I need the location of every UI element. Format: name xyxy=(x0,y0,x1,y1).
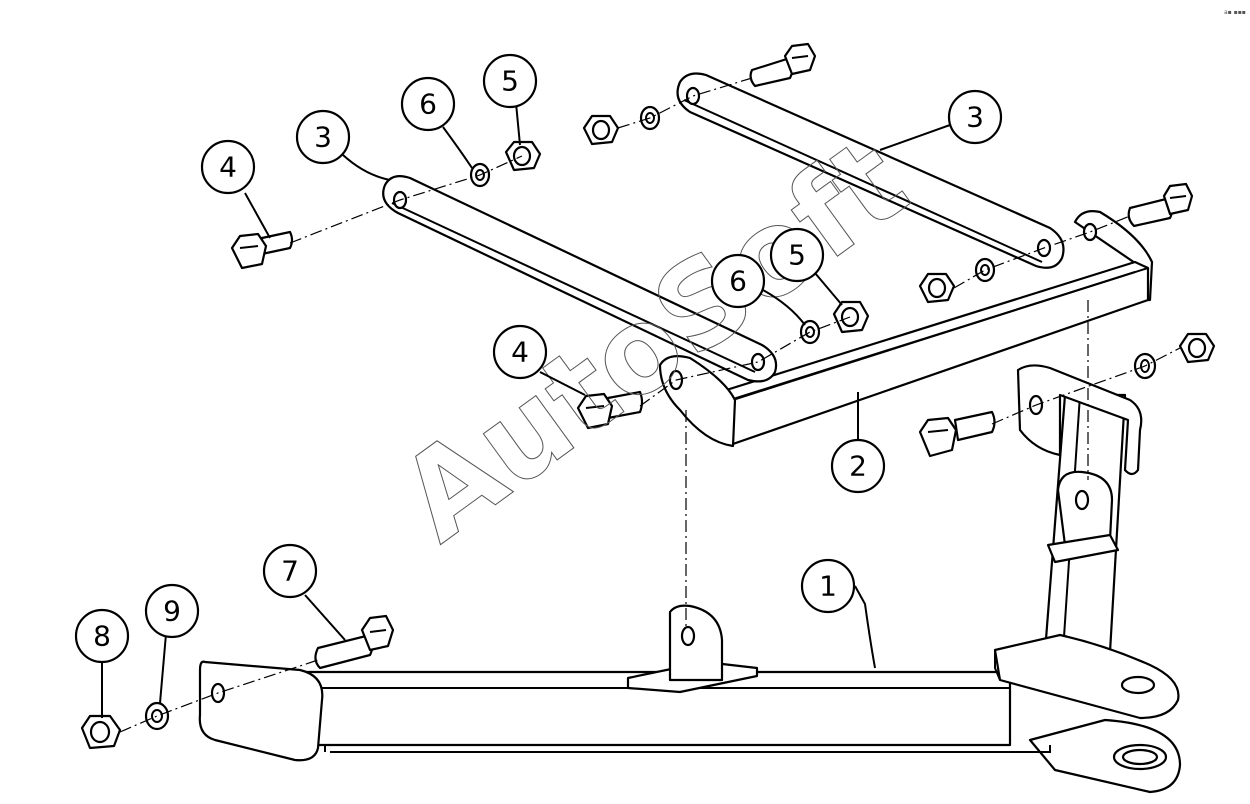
svg-text:4: 4 xyxy=(219,151,237,184)
part-3-front-link xyxy=(382,175,778,383)
svg-text:6: 6 xyxy=(729,265,747,298)
svg-text:8: 8 xyxy=(93,620,111,653)
callout-7: 7 xyxy=(262,543,318,599)
leader-lines xyxy=(101,102,951,718)
nut-rear-right xyxy=(1178,332,1216,364)
callout-5-upper: 5 xyxy=(482,53,538,109)
callout-8: 8 xyxy=(74,608,130,664)
nut-8 xyxy=(80,714,122,750)
bolt-rear-right xyxy=(1127,182,1194,228)
svg-text:1: 1 xyxy=(819,570,837,603)
part-2-cross-member xyxy=(658,210,1154,448)
svg-text:5: 5 xyxy=(788,239,806,272)
washer-6-lower xyxy=(799,319,821,345)
washer-9 xyxy=(144,701,170,731)
callout-6-lower: 6 xyxy=(710,253,766,309)
callout-5-lower: 5 xyxy=(769,227,825,283)
nut-5-lower xyxy=(832,300,870,334)
callout-4-lower: 4 xyxy=(492,324,548,380)
nut-rear-mid xyxy=(918,272,956,304)
bolt-4-lower xyxy=(576,390,644,430)
part-1-lower-frame xyxy=(198,364,1182,794)
callout-3-rear: 3 xyxy=(947,89,1003,145)
svg-text:3: 3 xyxy=(314,121,332,154)
callout-3-front: 3 xyxy=(295,109,351,165)
nut-rear-top xyxy=(582,114,620,146)
svg-text:7: 7 xyxy=(281,555,299,588)
watermark-text: AutoSoft xyxy=(375,111,931,567)
callout-1: 1 xyxy=(800,558,856,614)
svg-text:5: 5 xyxy=(501,65,519,98)
callout-2: 2 xyxy=(830,438,886,494)
bolt-bracket xyxy=(918,410,996,458)
svg-text:2: 2 xyxy=(849,450,867,483)
washer-rear-right xyxy=(1133,352,1157,380)
callout-9: 9 xyxy=(144,583,200,639)
nut-5-upper xyxy=(504,140,542,172)
callout-6-upper: 6 xyxy=(400,76,456,132)
bolt-rear-top xyxy=(749,42,817,88)
assembly-axes xyxy=(119,77,1181,733)
bolt-4-upper xyxy=(230,230,294,270)
corner-mark: a▪ ▪▪▪ xyxy=(1224,9,1246,16)
bolt-7 xyxy=(314,614,395,670)
svg-text:4: 4 xyxy=(511,336,529,369)
svg-text:3: 3 xyxy=(966,101,984,134)
callout-4-upper: 4 xyxy=(200,139,256,195)
washer-rear-mid xyxy=(974,257,996,283)
svg-text:9: 9 xyxy=(163,595,181,628)
svg-text:6: 6 xyxy=(419,88,437,121)
